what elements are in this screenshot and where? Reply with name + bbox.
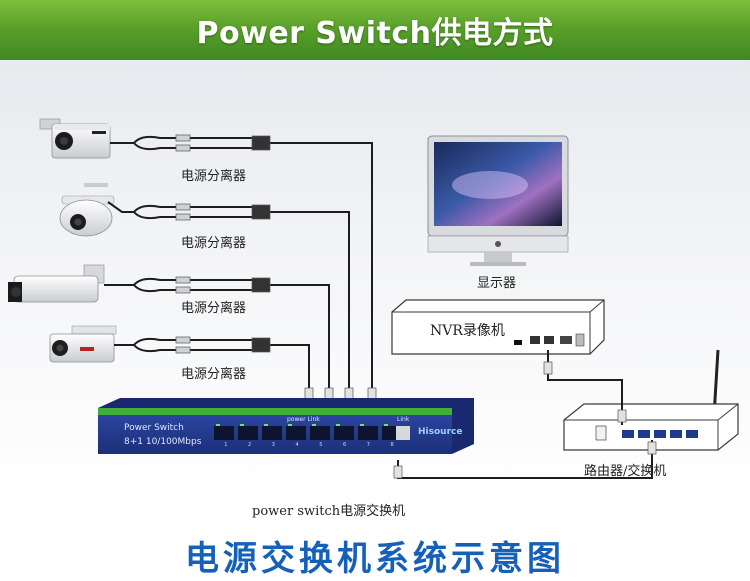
bullet-camera-3 <box>8 264 105 303</box>
diagram-area <box>0 60 750 581</box>
bullet-camera-4 <box>49 325 117 363</box>
splitter-connectors <box>175 134 377 401</box>
splitter-label-4: 电源分离器 <box>181 367 247 382</box>
splitter-label-2: 电源分离器 <box>181 236 247 251</box>
switch-port-numbers: 1 2 3 4 5 6 7 8 <box>214 442 404 450</box>
port-number: 1 <box>224 442 228 448</box>
power-switch <box>98 398 474 454</box>
port-number: 4 <box>295 442 299 448</box>
switch-spec: 8+1 10/100Mbps <box>124 437 202 447</box>
monitor-label: 显示器 <box>477 276 517 291</box>
footer-title: 电源交换机系统示意图 <box>185 539 565 579</box>
port-number: 2 <box>248 442 252 448</box>
switch-port-group-label: power Link <box>287 416 320 423</box>
switch-caption: power switch电源交换机 <box>252 504 406 519</box>
port-number: 5 <box>319 442 323 448</box>
switch-brand: Power Switch <box>124 423 184 433</box>
monitor <box>427 135 569 266</box>
splitter-cables <box>104 135 373 390</box>
bullet-camera-1 <box>39 118 111 159</box>
switch-uplink-label: Link <box>397 416 410 423</box>
banner: Power Switch供电方式 <box>0 0 750 60</box>
switch-logo: Hisource <box>418 427 463 437</box>
banner-title: Power Switch供电方式 <box>196 16 554 51</box>
port-number: 3 <box>271 442 275 448</box>
dome-camera <box>59 183 115 237</box>
nvr-label: NVR录像机 <box>430 323 505 339</box>
router <box>563 349 739 451</box>
splitter-label-3: 电源分离器 <box>181 301 247 316</box>
port-number: 6 <box>343 442 347 448</box>
port-number: 7 <box>366 442 370 448</box>
splitter-label-1: 电源分离器 <box>181 169 247 184</box>
nvr-recorder <box>391 299 605 355</box>
router-label: 路由器/交换机 <box>584 464 667 479</box>
port-number: 8 <box>390 442 394 448</box>
